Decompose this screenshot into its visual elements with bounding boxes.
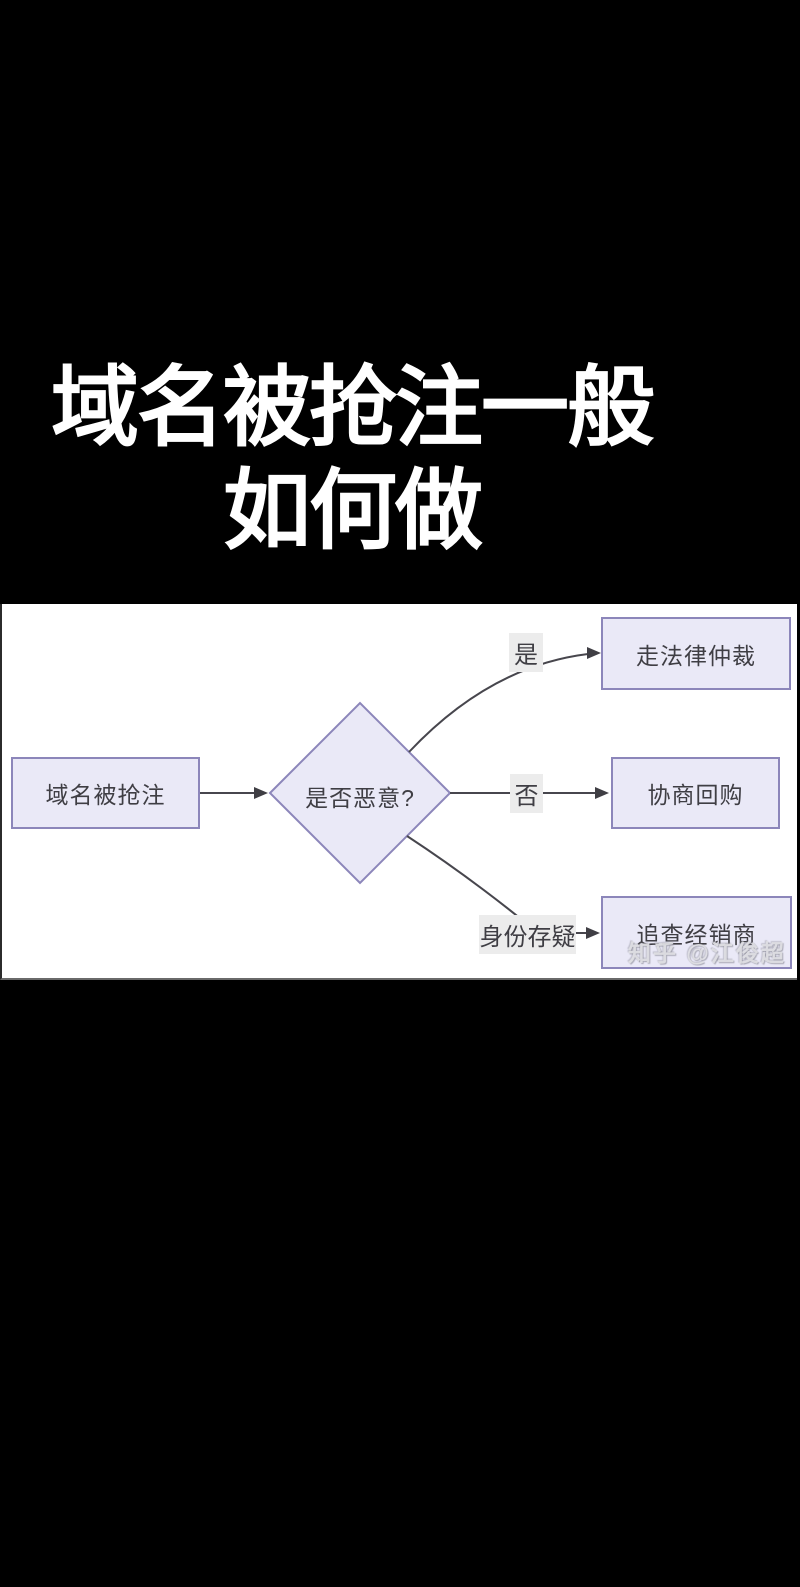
title-line-2: 如何做 bbox=[222, 461, 483, 560]
arrowhead-decision-to-no bbox=[595, 787, 609, 799]
watermark-zhihu: 知乎 @江俊超 bbox=[628, 940, 786, 966]
node-no-outcome: 协商回购 bbox=[611, 757, 780, 829]
edge-label-doubt: 身份存疑 bbox=[479, 915, 576, 954]
edge-label-no: 否 bbox=[510, 774, 543, 813]
flowchart-connectors bbox=[200, 647, 609, 939]
page-title: 域名被抢注一般 如何做 bbox=[0, 356, 704, 562]
node-start: 域名被抢注 bbox=[11, 757, 200, 829]
title-line-1: 域名被抢注一般 bbox=[50, 358, 655, 457]
arrowhead-decision-to-doubt bbox=[586, 927, 600, 939]
flowchart-panel: 域名被抢注 是否恶意? 走法律仲裁 协商回购 追查经销商 是 否 身份存疑 知乎… bbox=[0, 604, 797, 980]
node-doubt-outcome: 追查经销商 bbox=[601, 896, 792, 969]
edge-label-yes: 是 bbox=[509, 633, 543, 672]
edge-decision-to-doubt bbox=[406, 835, 522, 920]
node-decision-label: 是否恶意? bbox=[305, 785, 415, 811]
arrowhead-decision-to-yes bbox=[587, 647, 601, 659]
node-yes-outcome: 走法律仲裁 bbox=[601, 617, 791, 690]
edge-decision-to-yes bbox=[408, 653, 589, 753]
arrowhead-start-to-decision bbox=[254, 787, 268, 799]
